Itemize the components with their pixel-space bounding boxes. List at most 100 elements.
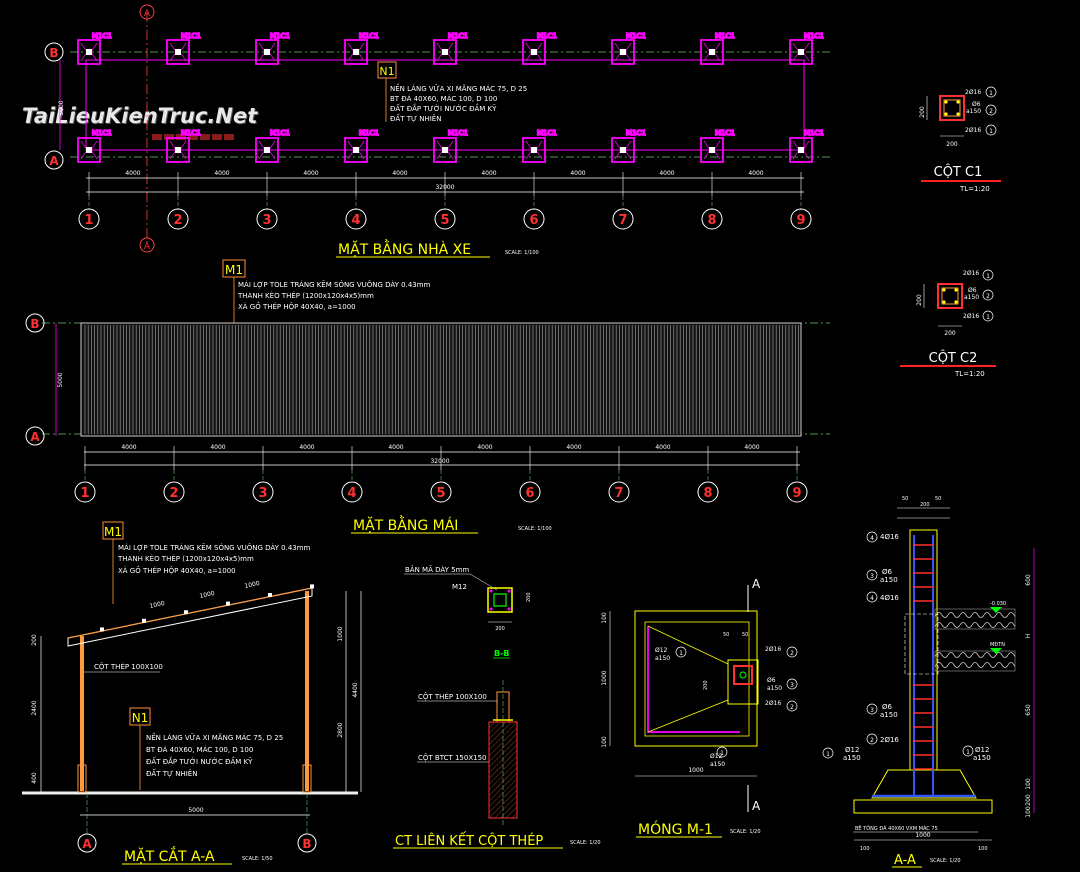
row-bubble-b: B	[44, 42, 64, 62]
aa2-d8: 100	[1025, 806, 1032, 818]
svg-text:9: 9	[792, 486, 801, 501]
column-label: M1C1	[715, 129, 735, 137]
aa-floor-note-1: NỀN LÁNG VỮA XI MĂNG MÁC 75, D 25	[146, 732, 283, 742]
footing-d200: 200	[703, 680, 709, 690]
plan-xe-scale: SCALE: 1/100	[505, 250, 539, 256]
axis-bubble-2: 2	[167, 208, 189, 230]
roof-tag: M1	[225, 263, 243, 277]
roof-row-bubble-b: B	[25, 313, 45, 333]
footing-dim-v3: 100	[601, 736, 608, 748]
aa2-b2: a150	[880, 576, 898, 584]
roof-span-dim: 4000	[477, 444, 492, 451]
bb-dim-v: 200	[526, 592, 532, 602]
footing-scale: SCALE: 1/20	[730, 829, 761, 835]
aa-axis-b: B	[297, 833, 317, 853]
garage-floor-plan: M1C1M1C1M1C1M1C1M1C1M1C1M1C1M1C1M1C1M1C1…	[44, 4, 830, 258]
span-dim: 4000	[392, 170, 407, 177]
svg-text:2: 2	[173, 213, 182, 228]
level-1: -0.030	[990, 601, 1006, 607]
svg-text:A: A	[82, 837, 92, 851]
svg-text:6: 6	[529, 213, 538, 228]
column-label: M1C1	[359, 129, 379, 137]
footing-mark-bottom: A	[752, 799, 761, 813]
column-label: M1C1	[359, 32, 379, 40]
column-label: M1C1	[270, 32, 290, 40]
c1-n3: 1	[989, 128, 993, 135]
aa2-n4: 2	[870, 737, 874, 744]
roof-total-dim: 32000	[430, 458, 449, 465]
axis-bubble-5: 5	[434, 208, 456, 230]
c2-scale: TL=1:20	[954, 370, 985, 378]
column-b-5: M1C1	[433, 31, 469, 65]
c1-bar1: 2Ø16	[965, 89, 981, 96]
svg-text:5: 5	[440, 213, 449, 228]
aa2-b7: Ø12	[845, 746, 859, 754]
aa2-b10: a150	[973, 754, 991, 762]
column-b-8: M1C1	[700, 31, 736, 65]
column-a-7: M1C1	[611, 128, 647, 163]
aa2-d7: 200	[1025, 794, 1032, 806]
aa-roof-note-1: MÁI LỢP TOLE TRÁNG KẼM SÓNG VUÔNG DÀY 0.…	[118, 543, 311, 552]
svg-text:A: A	[144, 242, 151, 252]
axis-bubble-4: 4	[345, 208, 367, 230]
aa-floor-note-4: ĐẤT TỰ NHIÊN	[146, 768, 197, 778]
column-b-3: M1C1	[255, 31, 291, 65]
column-c2-detail: 200 200 2Ø16 Ø6 a150 2Ø16 1 2 1 CỘT C2 T…	[900, 269, 996, 378]
roof-span-dim: 4000	[121, 444, 136, 451]
column-b-9: M1C1	[789, 31, 825, 65]
column-a-3: M1C1	[255, 128, 291, 163]
aa2-n2: 4	[870, 595, 874, 602]
column-a-1: M1C1	[77, 128, 113, 163]
column-b-4: M1C1	[344, 31, 380, 65]
c2-bar2: Ø6	[968, 287, 977, 294]
axis-bubble-6: 6	[523, 208, 545, 230]
aa2-n0: 4	[870, 535, 874, 542]
c1-dim-v: 200	[919, 106, 926, 118]
column-label: M1C1	[181, 129, 201, 137]
aa2-d4: H	[1025, 634, 1032, 639]
steel-col-label: CỘT THÉP 100X100	[418, 692, 487, 701]
column-a-6: M1C1	[522, 128, 558, 163]
footing-r3: Ø6	[767, 677, 776, 684]
column-b-2: M1C1	[166, 31, 202, 65]
floor-note-3: ĐẤT ĐẮP TƯỚI NƯỚC ĐẦM KỸ	[390, 103, 497, 113]
svg-text:B: B	[302, 837, 311, 851]
c1-n1: 1	[989, 90, 993, 97]
level-2: MĐTN	[990, 642, 1005, 648]
roof-axis-bubble-7: 7	[608, 481, 630, 503]
column-label: M1C1	[537, 32, 557, 40]
roof-span-dim: 4000	[744, 444, 759, 451]
roof-note-3: XÀ GỒ THÉP HỘP 40X40, a=1000	[238, 301, 356, 311]
svg-text:2: 2	[169, 486, 178, 501]
watermark-logo: TaiLieuKienTruc.Net	[22, 104, 257, 140]
aa-hl-0: 200	[31, 634, 38, 646]
roof-span-dim: 4000	[566, 444, 581, 451]
footing-n3: 3	[790, 682, 794, 689]
aa2-n5: 1	[826, 751, 830, 758]
column-label: M1C1	[92, 129, 112, 137]
aa-hr-1: 4400	[352, 682, 359, 697]
span-dim: 4000	[481, 170, 496, 177]
c2-n1: 1	[986, 273, 990, 280]
aa2-b0: 4Ø16	[880, 533, 899, 541]
aa-col-label: CỘT THÉP 100X100	[94, 662, 163, 671]
c2-title: CỘT C2	[929, 350, 978, 366]
column-label: M1C1	[92, 32, 112, 40]
svg-text:3: 3	[262, 213, 271, 228]
aa2-n3: 3	[870, 707, 874, 714]
column-a-5: M1C1	[433, 128, 469, 163]
footing-n2: 2	[790, 650, 794, 657]
span-dim: 4000	[125, 170, 140, 177]
svg-text:1: 1	[80, 486, 89, 501]
roof-span-dim: 4000	[388, 444, 403, 451]
aa-width: 5000	[188, 807, 203, 814]
aa2-b3: 4Ø16	[880, 594, 899, 602]
aa2-d10: 100	[860, 846, 870, 852]
aa2-d5: 650	[1025, 704, 1032, 716]
roof-span-dim: 4000	[210, 444, 225, 451]
floor-note-2: BT ĐÁ 40X60, MÁC 100, D 100	[390, 94, 497, 103]
footing-dim-v2: 100	[601, 612, 608, 624]
roof-axis-bubble-6: 6	[519, 481, 541, 503]
roof-span-dim: 4000	[655, 444, 670, 451]
